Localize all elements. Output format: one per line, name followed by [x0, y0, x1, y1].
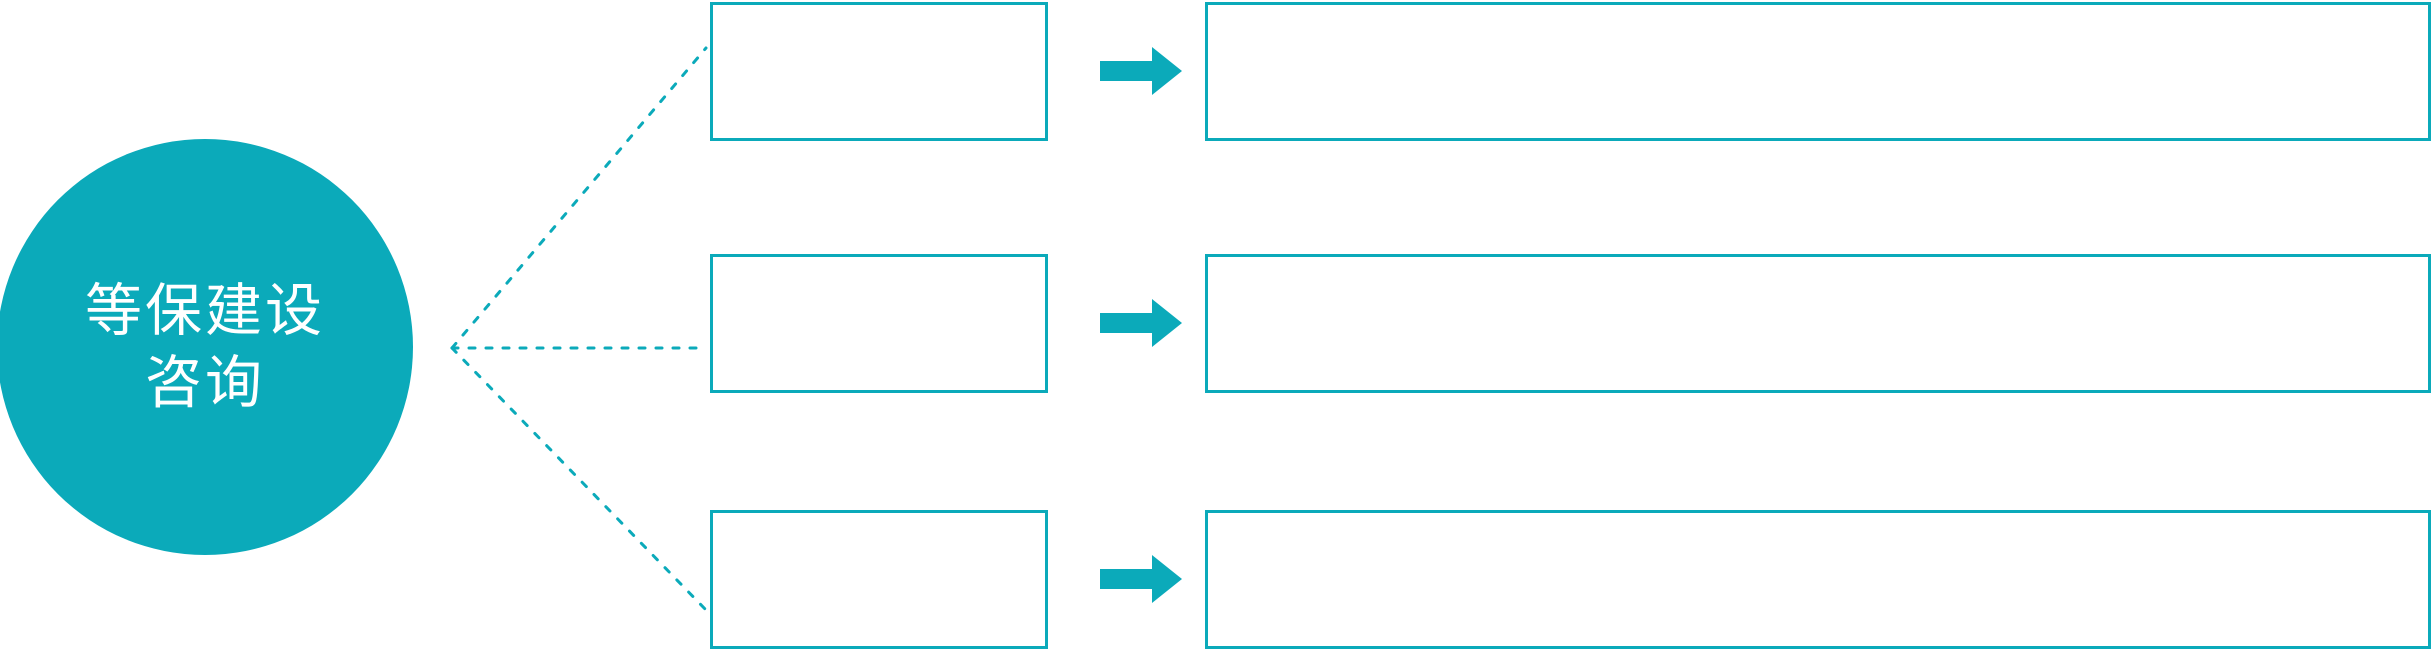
category-box-2[interactable] — [710, 254, 1048, 393]
category-box-1[interactable] — [710, 2, 1048, 141]
arrow-right-icon-3 — [1100, 555, 1182, 603]
category-box-3[interactable] — [710, 510, 1048, 649]
hub-title-line-2: 咨询 — [145, 351, 265, 415]
hub-circle[interactable]: 等保建设 咨询 — [0, 139, 413, 555]
hub-title-line-1: 等保建设 — [85, 279, 325, 343]
diagram-row-3 — [0, 508, 2434, 658]
detail-box-2[interactable] — [1205, 254, 2431, 393]
arrow-right-icon-1 — [1100, 47, 1182, 95]
diagram-row-2 — [0, 252, 2434, 402]
detail-box-1[interactable] — [1205, 2, 2431, 141]
detail-box-3[interactable] — [1205, 510, 2431, 649]
diagram-row-1 — [0, 0, 2434, 150]
arrow-right-icon-2 — [1100, 299, 1182, 347]
